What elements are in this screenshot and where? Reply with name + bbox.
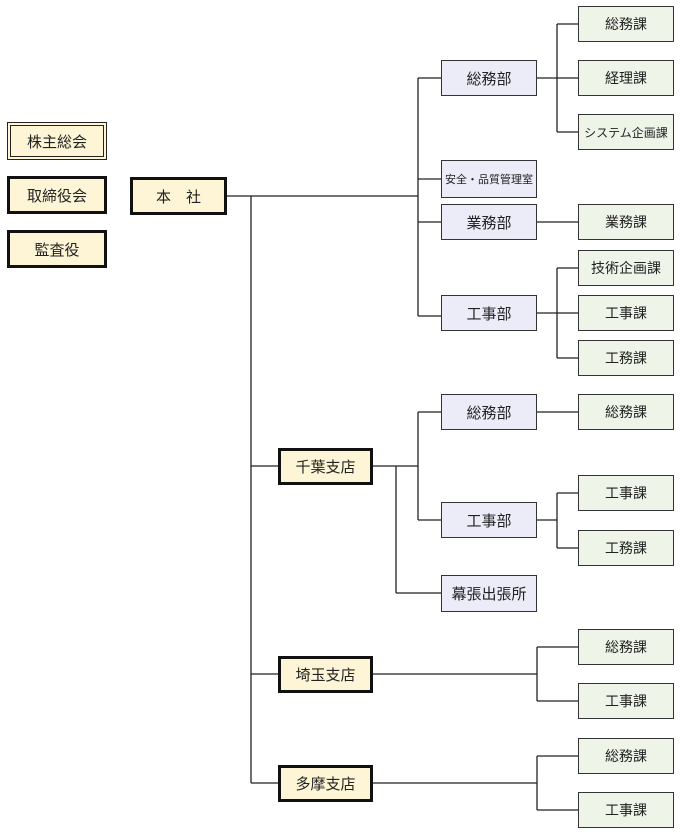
dept-label: 幕張出張所 (451, 585, 527, 603)
branch-label: 千葉支店 (295, 458, 356, 476)
saitama-section-box: 工事課 (578, 683, 674, 719)
section-label: システム企画課 (584, 125, 668, 140)
dept-label: 工事部 (466, 511, 512, 530)
section-label: 業務課 (605, 215, 647, 231)
shareholders-meeting-label: 株主総会 (26, 132, 87, 151)
auditor-box: 監査役 (7, 230, 107, 268)
makuhari-office-box: 幕張出張所 (441, 575, 537, 612)
section-label: 総務課 (605, 640, 647, 656)
section-label: 総務課 (605, 749, 647, 765)
dept-label: 工事部 (466, 304, 512, 323)
chiba-branch-box: 千葉支店 (278, 448, 373, 485)
section-label: 工事課 (605, 486, 647, 502)
dept-label: 安全・品質管理室 (445, 173, 533, 186)
hq-section-box: 技術企画課 (578, 250, 674, 286)
headquarters-label: 本 社 (155, 187, 201, 206)
hq-construction-dept: 工事部 (441, 295, 537, 331)
shareholders-meeting-box: 株主総会 (7, 122, 107, 160)
hq-general-affairs-dept: 総務部 (441, 60, 537, 96)
section-label: 総務課 (605, 17, 647, 33)
auditor-label: 監査役 (34, 240, 80, 259)
section-label: 工務課 (605, 351, 647, 367)
chiba-general-affairs-dept: 総務部 (441, 394, 537, 430)
chiba-section-box: 工務課 (578, 530, 674, 566)
hq-business-dept: 業務部 (441, 204, 537, 240)
hq-section-box: システム企画課 (578, 114, 674, 150)
section-label: 総務課 (605, 405, 647, 421)
saitama-branch-box: 埼玉支店 (278, 656, 373, 693)
headquarters-box: 本 社 (130, 177, 227, 215)
tama-branch-box: 多摩支店 (278, 765, 373, 802)
chiba-construction-dept: 工事部 (441, 502, 537, 538)
section-label: 経理課 (605, 71, 647, 87)
section-label: 工事課 (605, 694, 647, 710)
dept-label: 業務部 (466, 213, 512, 232)
chiba-section-box: 総務課 (578, 394, 674, 430)
dept-label: 総務部 (466, 69, 512, 88)
saitama-section-box: 総務課 (578, 629, 674, 665)
section-label: 工事課 (605, 803, 647, 819)
board-of-directors-box: 取締役会 (7, 176, 107, 214)
section-label: 技術企画課 (591, 261, 661, 277)
section-label: 工務課 (605, 541, 647, 557)
tama-section-box: 総務課 (578, 738, 674, 774)
hq-section-box: 工事課 (578, 295, 674, 331)
tama-section-box: 工事課 (578, 792, 674, 828)
branch-label: 埼玉支店 (295, 666, 356, 684)
hq-safety-quality-office: 安全・品質管理室 (441, 160, 537, 198)
section-label: 工事課 (605, 306, 647, 322)
branch-label: 多摩支店 (295, 775, 356, 793)
hq-section-box: 工務課 (578, 340, 674, 376)
dept-label: 総務部 (466, 403, 512, 422)
hq-section-box: 経理課 (578, 60, 674, 96)
chiba-section-box: 工事課 (578, 475, 674, 511)
hq-section-box: 総務課 (578, 6, 674, 42)
board-of-directors-label: 取締役会 (26, 186, 87, 205)
hq-section-box: 業務課 (578, 204, 674, 240)
